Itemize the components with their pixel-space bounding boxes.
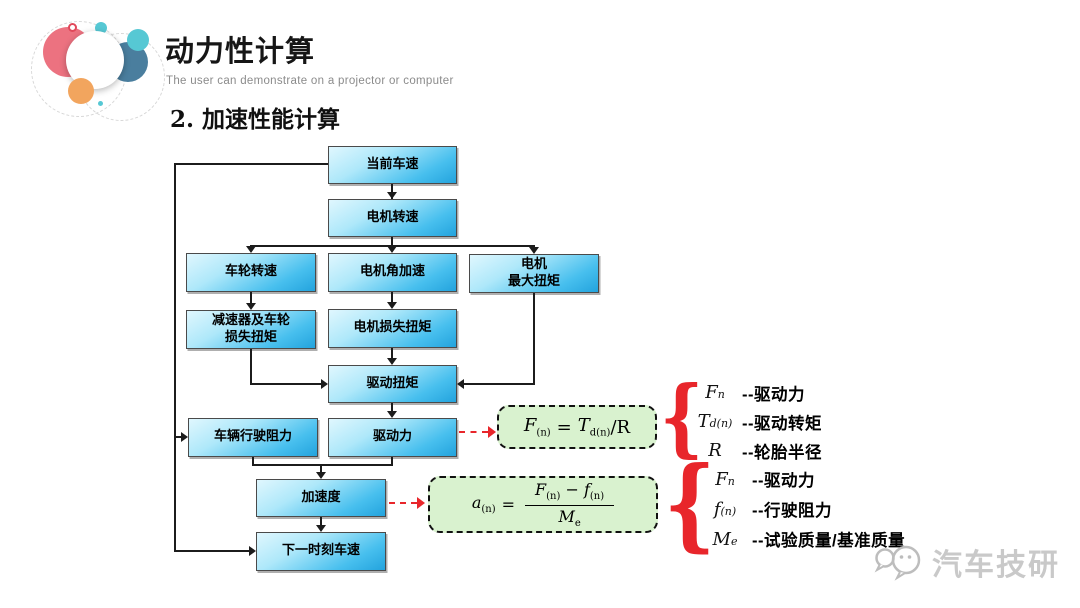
logo-ring-dot (68, 23, 77, 32)
flow-node-next-speed: 下一时刻车速 (256, 532, 386, 571)
equals-sign: = (556, 416, 572, 438)
red-dashed-connector (459, 431, 488, 433)
connector-line (252, 464, 393, 466)
arrowhead-down (316, 525, 326, 532)
arrowhead-right (181, 432, 188, 442)
page-title: 动力性计算 (165, 36, 316, 68)
formula-acceleration: a(n) = F(n) − f(n) Me (428, 476, 658, 533)
arrowhead-right (249, 546, 256, 556)
flow-node-drive-torque: 驱动扭矩 (328, 365, 457, 403)
brace-left: { (660, 367, 704, 466)
fraction-denominator: Me (558, 506, 581, 529)
formula-drive-force: F(n) = Td(n) /R (497, 405, 657, 449)
fraction-numerator: F(n) − f(n) (525, 480, 615, 506)
equals-sign: = (501, 495, 516, 514)
connector-line (252, 457, 254, 466)
arrowhead-left (457, 379, 464, 389)
flow-node-drive-force: 驱动力 (328, 418, 457, 457)
legend-symbol: R (708, 440, 722, 461)
connector-line (250, 349, 252, 385)
connector-line (391, 292, 393, 302)
arrowhead-down (387, 302, 397, 309)
arrowhead-down (529, 247, 539, 254)
flow-node-motor-loss-torque: 电机损失扭矩 (328, 309, 457, 348)
watermark: 汽车技研 (872, 540, 1060, 584)
logo-dot (98, 101, 103, 106)
flow-node-driving-resistance: 车辆行驶阻力 (188, 418, 318, 457)
connector-line (391, 184, 393, 199)
legend-item: f(n) --行驶阻力 (702, 494, 905, 524)
flow-node-motor-speed: 电机转速 (328, 199, 457, 237)
legend-label: --试验质量/基准质量 (752, 532, 906, 550)
wechat-icon (874, 545, 921, 581)
connector-line (464, 383, 535, 385)
section-heading: 2. 加速性能计算 (170, 106, 341, 133)
red-arrowhead-right (488, 426, 496, 438)
arrowhead-down (246, 303, 256, 310)
arrowhead-down (387, 411, 397, 418)
connector-line (391, 403, 393, 411)
arrowhead-down (387, 358, 397, 365)
flow-node-motor-max-torque: 电机 最大扭矩 (469, 254, 599, 293)
feedback-branch-line (176, 436, 181, 438)
legend-label: --行驶阻力 (752, 502, 832, 520)
connector-line (250, 383, 321, 385)
connector-line (391, 457, 393, 466)
logo-circle-teal (127, 29, 149, 51)
brace-left: { (664, 444, 716, 562)
arrowhead-right (321, 379, 328, 389)
legend-label: --轮胎半径 (742, 443, 822, 462)
watermark-text: 汽车技研 (932, 549, 1060, 582)
formula-term: a(n) (471, 493, 496, 516)
logo-circle-orange (68, 78, 94, 104)
red-dashed-connector (389, 502, 417, 504)
flow-node-acceleration: 加速度 (256, 479, 386, 517)
flow-node-wheel-speed: 车轮转速 (186, 253, 316, 292)
legend-label: --驱动力 (752, 472, 815, 490)
fraction: F(n) − f(n) Me (525, 480, 615, 529)
legend-item: R --轮胎半径 (692, 436, 822, 465)
flow-node-reducer-wheel-loss: 减速器及车轮 损失扭矩 (186, 310, 316, 349)
formula-term: F(n) (523, 415, 551, 439)
connector-line (320, 517, 322, 525)
connector-line (320, 466, 322, 472)
connector-line (533, 293, 535, 385)
legend-label: --驱动力 (742, 385, 805, 404)
minus-sign: − (565, 480, 579, 500)
arrowhead-down (387, 192, 397, 199)
feedback-line (174, 163, 176, 551)
feedback-line (174, 163, 328, 165)
arrowhead-down (316, 472, 326, 479)
formula-term: Td(n) (577, 415, 611, 439)
legend-label: --驱动转矩 (742, 414, 822, 433)
connector-line (250, 292, 252, 303)
connector-line (391, 348, 393, 358)
formula-term: /R (610, 416, 631, 438)
arrowhead-down (246, 246, 256, 253)
legend-symbol: f(n) (713, 498, 737, 520)
arrowhead-down (387, 246, 397, 253)
connector-line (391, 237, 393, 246)
flow-node-motor-ang-accel: 电机角加速 (328, 253, 457, 292)
feedback-line (174, 550, 249, 552)
red-arrowhead-right (417, 497, 425, 509)
logo (25, 5, 170, 121)
flow-node-current-speed: 当前车速 (328, 146, 457, 184)
page-subtitle: The user can demonstrate on a projector … (166, 75, 454, 87)
